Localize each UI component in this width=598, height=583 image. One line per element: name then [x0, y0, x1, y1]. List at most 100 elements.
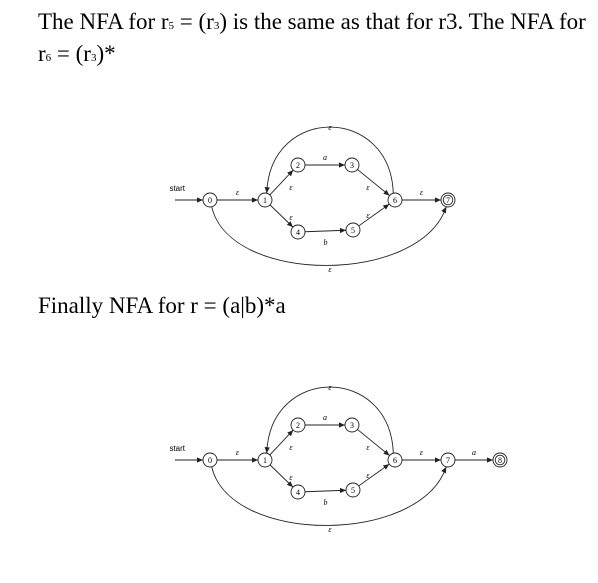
intro-part-1: The NFA for r	[38, 9, 169, 34]
state-2-label: 2	[296, 421, 300, 430]
start-arrow	[175, 457, 203, 463]
edge-3-6	[357, 429, 390, 456]
edge-2-3	[305, 162, 345, 168]
edge-label-6-1: ε	[328, 383, 332, 392]
subscript-6: 6	[45, 52, 52, 64]
edge-label-1-4: ε	[289, 213, 293, 222]
edge-label-6-7: ε	[420, 448, 424, 457]
edge-label-0-7: ε	[328, 525, 332, 534]
state-1: 1	[257, 192, 273, 208]
finally-heading: Finally NFA for r = (a|b)*a	[38, 293, 286, 318]
intro-part-5: )*	[96, 41, 116, 66]
arrowhead-3-6	[383, 449, 390, 456]
state-3-label: 3	[350, 421, 354, 430]
state-3-label: 3	[350, 161, 354, 170]
subscript-5: 5	[168, 20, 175, 32]
edge-label-0-7: ε	[328, 265, 332, 274]
arrowhead-1-4	[286, 481, 293, 488]
intro-part-4: = (r	[51, 41, 91, 66]
state-2: 2	[290, 417, 306, 433]
arrowhead-1-2	[287, 430, 294, 437]
state-5-label: 5	[351, 226, 355, 235]
start-arrowhead	[197, 457, 203, 463]
state-0-label: 0	[208, 196, 212, 205]
state-4-label: 4	[296, 488, 300, 497]
state-5: 5	[345, 482, 361, 498]
edge-6-7	[402, 457, 441, 463]
state-2-label: 2	[296, 161, 300, 170]
edge-label-5-6: ε	[366, 211, 370, 220]
edge-label-3-6: ε	[366, 443, 370, 452]
state-3: 3	[344, 157, 360, 173]
edge-label-1-4: ε	[289, 473, 293, 482]
edge-0-7	[211, 466, 447, 526]
edge-label-0-1: ε	[236, 448, 240, 457]
edge-6-1	[264, 386, 394, 454]
edge-1-4	[269, 204, 294, 228]
subscript-3-first: 3	[213, 20, 220, 32]
edge-label-6-7: ε	[420, 188, 424, 197]
arrowhead-4-5	[339, 487, 347, 494]
arrowhead-0-1	[252, 197, 258, 203]
edge-1-2	[269, 429, 294, 456]
arrowhead-6-7	[435, 197, 441, 203]
edge-label-2-3: a	[323, 153, 327, 162]
state-7: 7	[440, 192, 456, 208]
state-8: 8	[492, 452, 508, 468]
state-8-label: 8	[498, 456, 502, 465]
edge-2-3	[305, 422, 345, 428]
state-0-label: 0	[208, 456, 212, 465]
state-4: 4	[290, 224, 306, 240]
edge-label-3-6: ε	[366, 183, 370, 192]
start-label: start	[169, 184, 185, 193]
state-6-label: 6	[393, 196, 397, 205]
state-7: 7	[440, 452, 456, 468]
state-5: 5	[345, 222, 361, 238]
edge-1-2	[269, 169, 294, 196]
edge-5-6	[358, 463, 390, 487]
intro-part-3: ) is the same as that for r3. The NFA fo…	[38, 9, 586, 66]
intro-part-2: = (r	[174, 9, 214, 34]
edge-6-1	[264, 126, 394, 194]
state-4-label: 4	[296, 228, 300, 237]
arrowhead-2-3	[339, 422, 345, 428]
arrowhead-6-1	[264, 447, 270, 454]
arrowhead-0-7	[441, 466, 447, 474]
edge-3-6	[357, 169, 390, 196]
start-arrowhead	[197, 197, 203, 203]
arrowhead-3-6	[383, 189, 390, 196]
start-label: start	[169, 444, 185, 453]
state-7-label: 7	[446, 456, 450, 465]
start-arrow	[175, 197, 203, 203]
edge-0-7	[211, 206, 447, 266]
state-1-label: 1	[263, 196, 267, 205]
state-3: 3	[344, 417, 360, 433]
edge-label-5-6: ε	[366, 471, 370, 480]
state-6: 6	[387, 452, 403, 468]
state-2: 2	[290, 157, 306, 173]
arrowhead-5-6	[382, 464, 390, 470]
state-6: 6	[387, 192, 403, 208]
state-1-label: 1	[263, 456, 267, 465]
edge-label-4-5: b	[324, 498, 328, 507]
state-0: 0	[202, 192, 218, 208]
arrowhead-6-7	[435, 457, 441, 463]
edge-4-5	[304, 227, 347, 234]
edge-label-0-1: ε	[236, 188, 240, 197]
edge-0-1	[217, 197, 258, 203]
state-0: 0	[202, 452, 218, 468]
arrowhead-1-4	[286, 221, 293, 228]
arrowhead-6-1	[264, 187, 270, 194]
arrowhead-7-8	[487, 457, 493, 463]
arrowhead-0-7	[441, 206, 447, 214]
edge-label-7-8: a	[472, 448, 476, 457]
arrowhead-0-1	[252, 457, 258, 463]
edge-5-6	[358, 203, 390, 227]
state-1: 1	[257, 452, 273, 468]
arrowhead-4-5	[339, 227, 347, 234]
edge-label-6-1: ε	[328, 123, 332, 132]
state-4: 4	[290, 484, 306, 500]
edge-label-2-3: a	[323, 413, 327, 422]
